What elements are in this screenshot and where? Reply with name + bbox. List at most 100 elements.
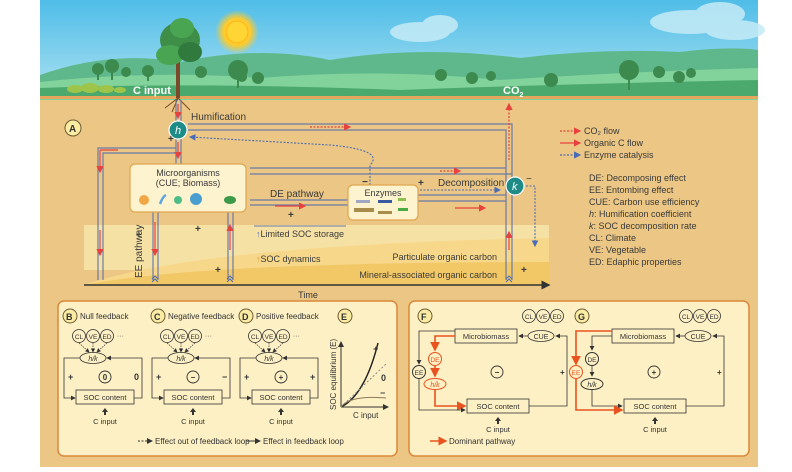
plus-sign: + — [521, 265, 527, 276]
driver-label: VE — [177, 334, 186, 341]
organic-c-flows — [96, 104, 513, 257]
plus-sign: + — [560, 368, 565, 377]
loop-right — [282, 355, 319, 399]
near-hills — [40, 80, 758, 98]
microbe-icons — [139, 193, 236, 205]
maoc-label: Mineral-associated organic carbon — [359, 270, 497, 280]
loop-right — [106, 355, 143, 399]
loop-sign: − — [191, 373, 196, 382]
driver-ve — [86, 329, 100, 343]
c-input-arrow-icon — [495, 417, 501, 424]
driver-ed — [188, 329, 202, 343]
e-curve-negative — [340, 396, 387, 408]
panel-label: C — [154, 312, 161, 322]
de-label: DE — [587, 357, 597, 364]
plus-sign: + — [168, 134, 174, 145]
driver-cl — [679, 309, 693, 323]
c-input-arrow-icon — [190, 408, 196, 415]
driver-label: CL — [75, 334, 84, 341]
legend: CO₂ flow Organic C flow Enzyme catalysis… — [560, 126, 700, 267]
driver-ed — [550, 309, 564, 323]
plus-sign: + — [717, 368, 722, 377]
microbiomass-label: Microbiomass — [463, 332, 510, 341]
soc-content-label: SOC content — [260, 393, 304, 402]
loop-cycle-icon — [186, 370, 200, 384]
driver-label: ED — [190, 334, 199, 341]
accumulation-chevrons — [151, 275, 513, 283]
cue-label: CUE — [691, 334, 706, 341]
driver-ve — [693, 309, 707, 323]
sun-icon — [215, 10, 259, 54]
panel-a-label: A — [69, 124, 76, 135]
panel-title: Positive feedback — [256, 312, 320, 321]
loop-cycle-icon — [490, 365, 504, 379]
panel-label: D — [242, 312, 249, 322]
e-label-negative: − — [380, 388, 385, 398]
panel-b-e-frame — [57, 300, 398, 457]
limited-soc-label: ↑Limited SOC storage — [256, 229, 344, 239]
de-node — [585, 352, 599, 366]
dominant-label: Dominant pathway — [449, 437, 515, 446]
plus-sign: + — [215, 265, 221, 276]
panel-a-badge — [64, 119, 82, 137]
left-sign: + — [244, 372, 249, 382]
left-sign: + — [156, 372, 161, 382]
driver-arrow — [254, 342, 266, 353]
ellipsis: ··· — [117, 333, 124, 340]
abbr-cue: CUE: Carbon use efficiency — [589, 197, 700, 207]
driver-label: ED — [709, 314, 718, 321]
ee-label: EE — [415, 370, 424, 377]
driver-ed — [276, 329, 290, 343]
e-label-positive: + — [373, 344, 378, 354]
soc-to-cue-path — [686, 333, 725, 407]
loop-cycle-icon — [647, 365, 661, 379]
driver-arrow — [78, 342, 90, 353]
decomposition-node — [505, 176, 525, 196]
time-axis-label: Time — [298, 290, 318, 300]
panel-badge — [238, 308, 254, 324]
driver-arrow — [96, 342, 108, 353]
abbreviation-list: DE: Decomposing effect EE: Entombing eff… — [589, 173, 700, 267]
panel-badge — [150, 308, 166, 324]
pipes — [97, 100, 513, 280]
loop-sign: + — [652, 368, 657, 377]
soc-content-box — [251, 389, 311, 405]
soc-content-label: SOC content — [172, 393, 216, 402]
ee-node — [412, 365, 426, 379]
hk-label: h/k — [88, 356, 98, 363]
plus-sign: + — [418, 178, 424, 189]
k-symbol: k — [512, 181, 518, 193]
c-input-arrow-icon — [278, 408, 284, 415]
minus-sign: − — [362, 177, 368, 188]
c-input-label: C input — [269, 417, 294, 426]
loop-sign: 0 — [103, 373, 108, 382]
driver-label: VE — [539, 314, 548, 321]
abbr-cl: CL: Climate — [589, 233, 636, 243]
legend-in-label: Effect in feedback loop — [263, 437, 344, 446]
hk-label: h/k — [430, 382, 440, 389]
driver-label: CL — [525, 314, 534, 321]
decomposition-label: Decomposition — [438, 178, 504, 189]
ee-pathway-label: EE pathway — [134, 225, 145, 278]
microbiomass-label: Microbiomass — [620, 332, 667, 341]
driver-ve — [536, 309, 550, 323]
soc-content-box — [163, 389, 223, 405]
shrubs — [67, 83, 126, 93]
legend-enzyme: Enzyme catalysis — [584, 150, 654, 160]
panel-a: A — [64, 100, 551, 300]
driver-arrow — [166, 342, 178, 353]
legend-organic-c: Organic C flow — [584, 138, 644, 148]
soc-content-label: SOC content — [634, 402, 678, 411]
h-symbol: h — [175, 125, 181, 137]
loop-left — [239, 357, 256, 401]
driver-ve — [174, 329, 188, 343]
abbr-de: DE: Decomposing effect — [589, 173, 686, 183]
driver-label: VE — [696, 314, 705, 321]
